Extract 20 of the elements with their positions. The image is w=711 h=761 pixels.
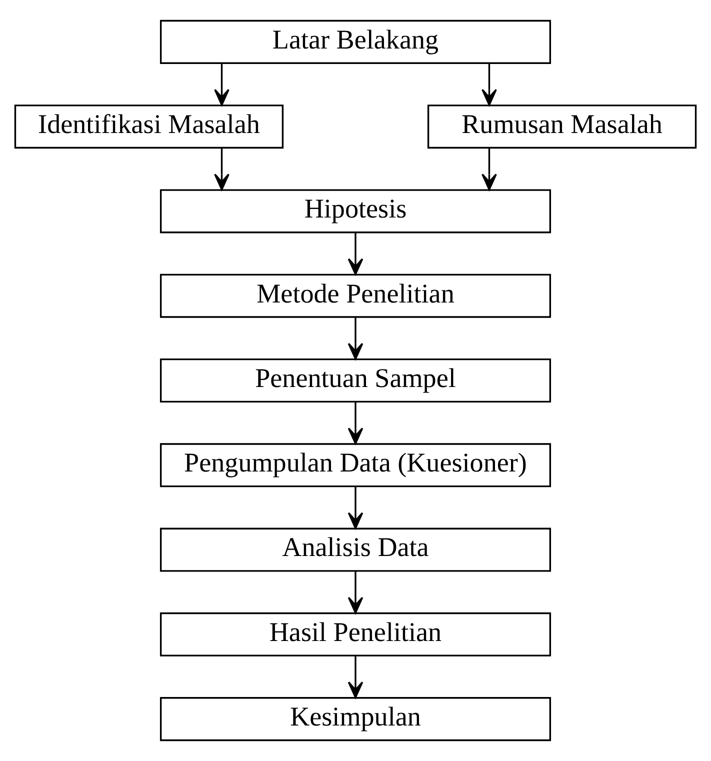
arrow	[214, 63, 230, 106]
node-box: Latar Belakang	[160, 20, 552, 64]
arrow	[482, 148, 497, 190]
node-box: Hipotesis	[160, 189, 552, 234]
arrow	[214, 148, 230, 190]
node-box: Analisis Data	[160, 528, 552, 572]
node-box: Pengumpulan Data (Kuesioner)	[160, 443, 552, 488]
node-box: Kesimpulan	[160, 697, 552, 742]
arrow	[348, 232, 364, 276]
arrow	[348, 402, 364, 444]
node-box: Penentuan Sampel	[160, 358, 552, 402]
arrow	[348, 571, 364, 614]
arrow	[482, 63, 497, 106]
arrow	[348, 486, 364, 529]
node-box: Hasil Penelitian	[160, 612, 552, 656]
node-box: Identifikasi Masalah	[14, 104, 284, 149]
node-box: Rumusan Masalah	[427, 104, 697, 149]
arrow	[348, 317, 364, 360]
arrow	[348, 656, 364, 698]
node-box: Metode Penelitian	[160, 274, 552, 318]
